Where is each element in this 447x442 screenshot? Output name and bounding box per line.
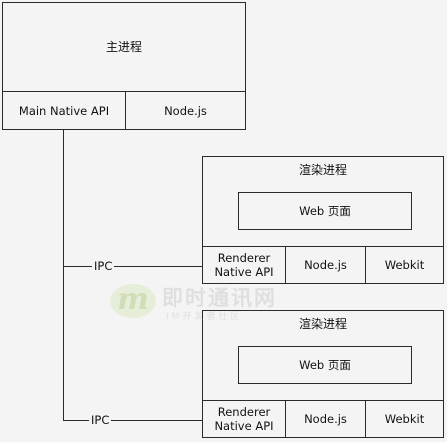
renderer-cell-divider-2a (285, 400, 286, 437)
renderer-nodejs-cell-1: Node.js (304, 258, 347, 272)
web-page-box-1: Web 页面 (238, 192, 412, 230)
ipc-label-2: IPC (89, 413, 112, 427)
watermark-main-text: 即时通讯网 (162, 286, 277, 310)
renderer-native-api-label-2: Renderer Native API (214, 405, 274, 433)
renderer-native-api-cell-1: Renderer Native API (203, 247, 285, 283)
watermark-logo-icon: m (110, 284, 156, 318)
main-process-divider (3, 91, 245, 92)
web-page-label-2: Web 页面 (299, 358, 351, 372)
ipc-label-1: IPC (92, 259, 115, 273)
renderer-nodejs-cell-2: Node.js (304, 412, 347, 426)
main-process-box: 主进程 Main Native API Node.js (2, 2, 246, 130)
renderer-webkit-cell-1: Webkit (384, 258, 425, 272)
ipc-branch-line-2 (63, 420, 202, 421)
renderer-divider-2 (203, 400, 443, 401)
main-native-api-cell: Main Native API (18, 103, 110, 118)
main-process-title: 主进程 (105, 40, 142, 54)
ipc-trunk-line (63, 130, 64, 420)
web-page-label-1: Web 页面 (299, 204, 351, 218)
ipc-branch-line-1 (63, 266, 202, 267)
renderer-cell-divider-1b (365, 246, 366, 283)
renderer-native-api-cell-2: Renderer Native API (203, 401, 285, 437)
web-page-box-2: Web 页面 (238, 346, 412, 384)
renderer-title-2: 渲染进程 (298, 317, 347, 331)
renderer-title-1: 渲染进程 (298, 163, 347, 177)
renderer-native-api-label-1: Renderer Native API (214, 251, 274, 279)
renderer-cell-divider-2b (365, 400, 366, 437)
main-nodejs-cell: Node.js (164, 103, 207, 118)
renderer-divider-1 (203, 246, 443, 247)
renderer-process-box-1: 渲染进程 Web 页面 Renderer Native API Node.js … (202, 156, 444, 284)
renderer-webkit-cell-2: Webkit (384, 412, 425, 426)
renderer-cell-divider-1a (285, 246, 286, 283)
main-process-cell-divider (125, 91, 126, 129)
renderer-process-box-2: 渲染进程 Web 页面 Renderer Native API Node.js … (202, 310, 444, 438)
